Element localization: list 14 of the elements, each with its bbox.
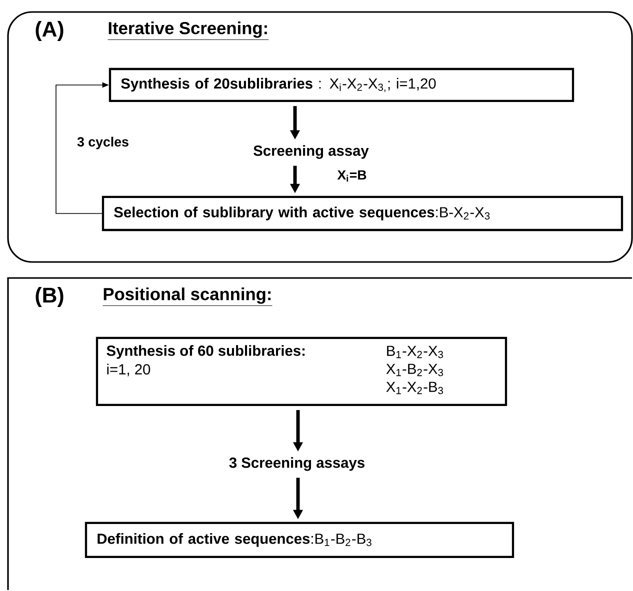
step-label: Screening assay — [254, 145, 369, 159]
panel-heading: Positional scanning: — [102, 288, 272, 306]
process-box: Selection of sublibrary with active sequences:B-X$_{2}$-X$_{3}$ — [102, 196, 624, 232]
panel-frame — [7, 11, 633, 263]
step-label: 3 Screening assays — [229, 457, 364, 471]
panel-letter: (B) — [36, 287, 64, 307]
process-box: Synthesis of 20sublibraries : X$_{i}$-X$_{2}$-X$_{3,}$; i=1,20 — [108, 68, 574, 102]
panel-heading: Iterative Screening: — [107, 22, 269, 40]
panel-frame — [7, 277, 632, 590]
process-box: Definition of active sequences:B$_{1}$-B$_{2}$-B$_{3}$ — [84, 522, 514, 558]
panel-letter: (A) — [36, 21, 64, 41]
edge-label: X$_{i}$=B — [337, 170, 366, 182]
edge-label: 3 cycles — [77, 136, 128, 150]
process-box: Synthesis of 60 sublibraries: i=1, 20 B$_{1}$-X$_{2}$-X$_{3}$ X$_{1}$-B$_{2}$-X$_{3}$ X$_{1}$-X$_{2}$-B$_{3}$ — [96, 336, 508, 406]
